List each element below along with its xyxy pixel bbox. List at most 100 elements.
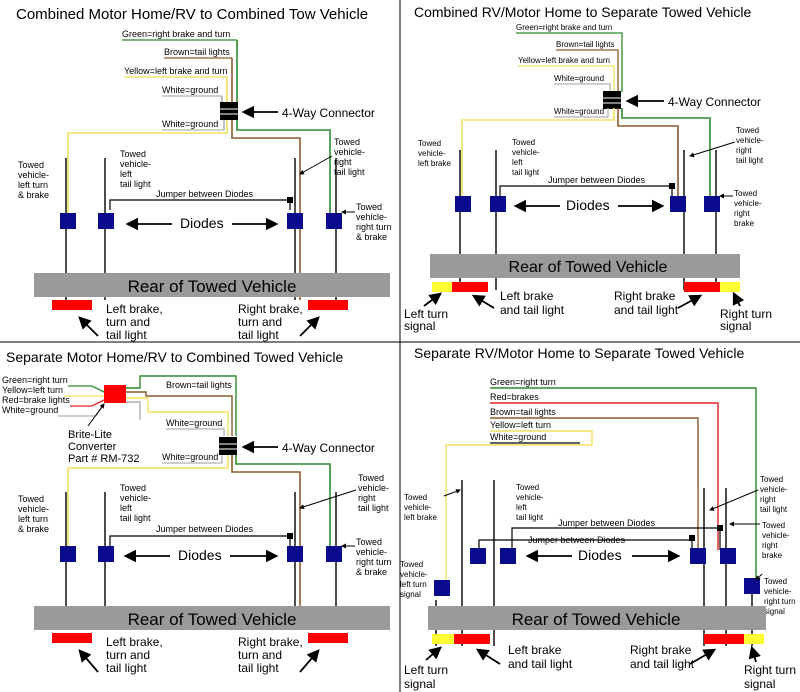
jumper-label: Jumper between Diodes (156, 189, 254, 199)
wire (490, 402, 719, 550)
left-turn-label: Left turn (404, 307, 448, 321)
wire (617, 108, 679, 196)
left-tail-label: left (516, 503, 527, 512)
wire (68, 385, 105, 393)
wire-label-green: Green=right turn (490, 377, 556, 387)
right-brake-label: brake (762, 551, 783, 560)
right-tail-label: right (736, 146, 752, 155)
diode (720, 548, 736, 564)
jumper-label: Jumper between Diodes (156, 524, 254, 534)
left-bottom-label: turn and (106, 315, 150, 329)
wire-label-brown: Brown=tail lights (164, 47, 230, 57)
right-tail-arrow (299, 489, 357, 510)
left-turn-label: Left turn (404, 663, 448, 677)
right-tail-label: vehicle- (334, 147, 365, 157)
jumper-label: Jumper between Diodes (558, 518, 656, 528)
left-brake-arrow (443, 489, 461, 497)
wire (67, 455, 229, 548)
jumper-label-2: Jumper between Diodes (528, 535, 626, 545)
left-tail-label: vehicle- (120, 159, 151, 169)
wire-label-white: White=ground (554, 74, 604, 83)
junction-dot (689, 535, 695, 541)
right-bottom-label: turn and (238, 315, 282, 329)
wire (511, 527, 721, 555)
right-bottom-label: and tail light (630, 657, 695, 671)
right-tail-label: vehicle- (358, 483, 389, 493)
diodes-label: Diodes (180, 215, 224, 231)
left-turn-arrow (423, 292, 443, 307)
left-turn-lamp (432, 282, 452, 292)
right-tail-arrow (299, 155, 333, 175)
left-bottom-label: and tail light (500, 303, 565, 317)
right-bottom-label: Right brake (614, 289, 676, 303)
right-label: brake (734, 219, 755, 228)
input-label: Green=right turn (2, 375, 68, 385)
right-tail-label: vehicle- (760, 485, 788, 494)
left-lamp-arrow (78, 316, 99, 337)
left-tail-label: tail light (512, 168, 540, 177)
wire-label-green: Green=right brake and turn (516, 23, 612, 32)
right-turn-signal-label: Towed (764, 577, 787, 586)
input-label: Yellow=left turn (2, 385, 63, 395)
left-bottom-label: tail light (106, 661, 147, 675)
junction-dot (717, 525, 723, 531)
diode (455, 196, 471, 212)
right-label: right turn (356, 557, 392, 567)
rear-bar (34, 606, 390, 630)
left-bottom-label: and tail light (508, 657, 573, 671)
left-tail-label: vehicle- (120, 493, 151, 503)
right-turn-arrow-small (755, 573, 763, 581)
diode (690, 548, 706, 564)
panel-3: Separate Motor Home/RV to Combined Towed… (2, 349, 392, 675)
wire (518, 65, 615, 92)
left-tail-label: left (512, 158, 523, 167)
right-lamp-arrow (299, 649, 320, 673)
right-bottom-label: turn and (238, 648, 282, 662)
diode (287, 213, 303, 229)
wire (516, 32, 623, 92)
right-tail-label: right (334, 157, 352, 167)
right-tail-label: tail light (358, 503, 389, 513)
right-turn-arrow (748, 645, 761, 663)
right-turn-signal-label: right turn (764, 597, 796, 606)
diode (470, 548, 486, 564)
wire-label-white: White=ground (166, 418, 222, 428)
right-label: & brake (356, 232, 387, 242)
input-label: Red=brake lights (2, 395, 70, 405)
diodes-label: Diodes (566, 197, 610, 213)
junction-dot (669, 183, 675, 189)
wire (126, 391, 233, 436)
left-label: vehicle- (18, 504, 49, 514)
wire-label-yellow: Yellow=left brake and turn (518, 56, 610, 65)
converter-arrow (87, 403, 105, 427)
left-label: Towed (418, 139, 441, 148)
wire (126, 401, 141, 420)
right-label: right turn (356, 222, 392, 232)
right-lamp (308, 633, 348, 643)
wire (490, 417, 699, 550)
left-turn-signal-label: vehicle- (400, 570, 428, 579)
right-turn-lamp (720, 282, 740, 292)
wire (554, 108, 609, 118)
left-turn-lamp (432, 634, 454, 644)
left-tail-label: vehicle- (516, 493, 544, 502)
left-turn-signal-label: Towed (400, 560, 423, 569)
right-turn-lamp (744, 634, 764, 644)
left-tail-label: tail light (516, 513, 544, 522)
wire (166, 428, 225, 436)
right-turn-label: signal (720, 319, 751, 333)
right-bottom-label: Right brake, (238, 302, 303, 316)
left-lamp-arrow (78, 649, 99, 673)
wire (554, 83, 611, 92)
connector-label: 4-Way Connector (282, 441, 375, 455)
left-turn-signal-label: left turn (400, 580, 427, 589)
right-tail-arrow (709, 489, 759, 511)
diode (490, 196, 506, 212)
left-tail-label: left (120, 169, 133, 179)
left-bottom-label: Left brake (500, 289, 554, 303)
right-label: right (734, 209, 750, 218)
right-bottom-label: tail light (238, 328, 279, 342)
right-label: Towed (356, 537, 382, 547)
diode (744, 578, 760, 594)
